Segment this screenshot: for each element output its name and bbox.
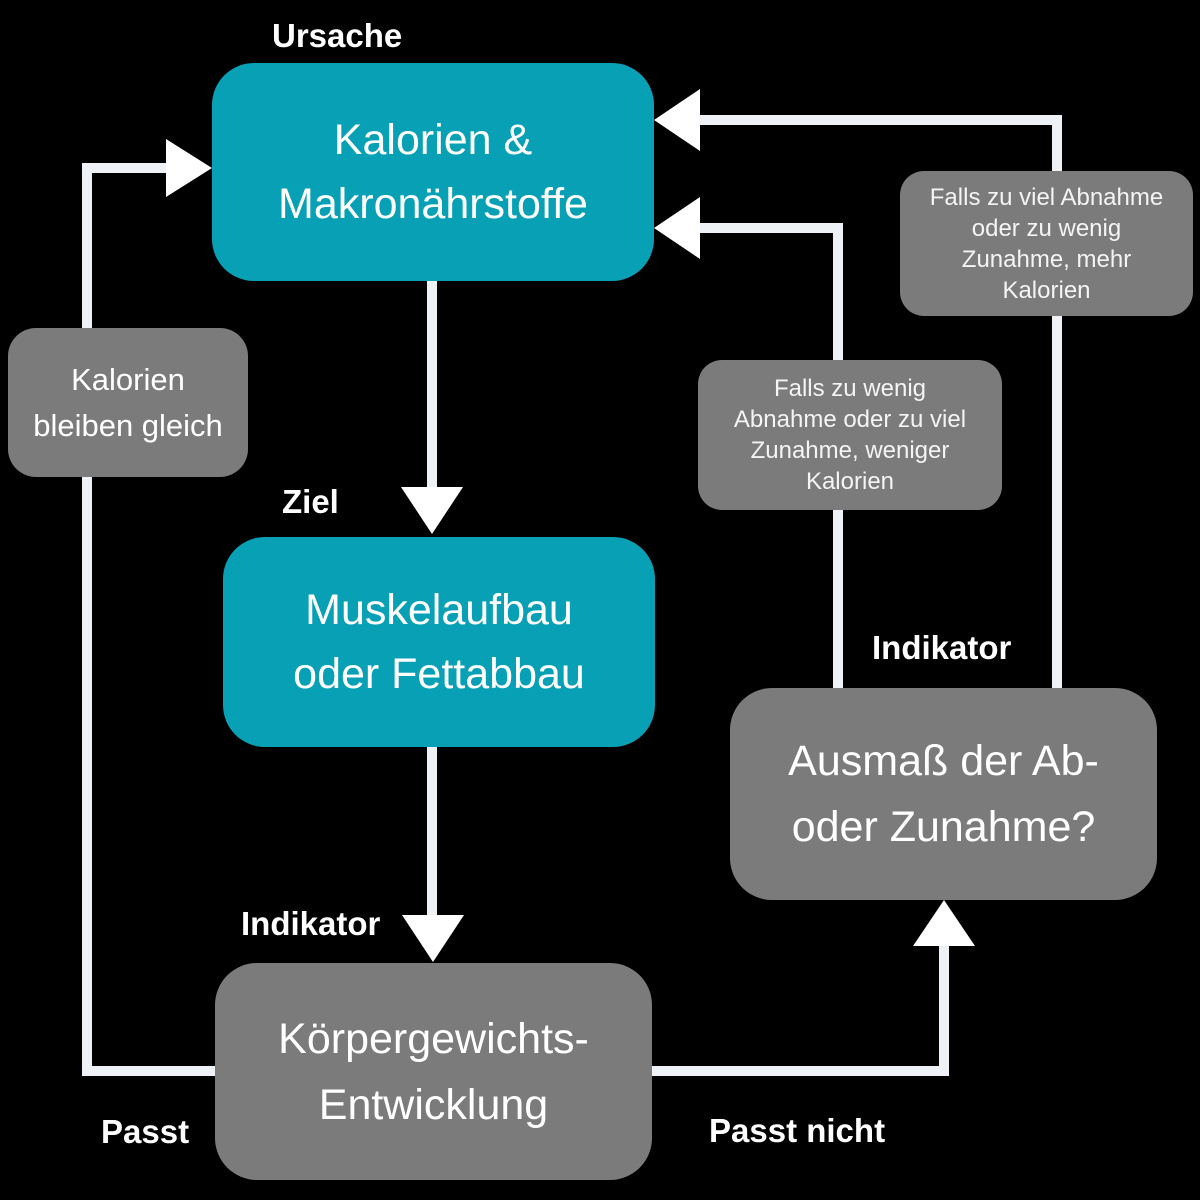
line-kalorien-to-ziel — [427, 281, 437, 493]
label-indikator-left: Indikator — [241, 905, 381, 942]
line-passt-top — [82, 163, 170, 173]
line-mehr-kalorien-vertical — [1052, 115, 1062, 688]
arrowhead-into-kalorien-upper-right — [654, 89, 700, 151]
line-passt-nicht-vertical — [939, 940, 949, 1076]
node-kalorien-bleiben-gleich: Kalorien bleiben gleich — [8, 328, 248, 477]
line-weniger-kalorien-horizontal — [700, 223, 843, 233]
arrowhead-into-ausmass — [913, 900, 975, 946]
line-mehr-kalorien-horizontal — [700, 115, 1062, 125]
label-ursache: Ursache — [272, 17, 403, 54]
label-passt: Passt — [101, 1113, 190, 1150]
node-ausmass-ab-zunahme: Ausmaß der Ab- oder Zunahme? — [730, 688, 1157, 900]
arrowhead-ziel-to-koerpergewicht — [402, 915, 464, 962]
label-indikator-right: Indikator — [872, 629, 1012, 666]
arrowhead-into-kalorien-from-left — [166, 139, 212, 197]
arrowhead-into-kalorien-lower-right — [654, 197, 700, 259]
line-passt-vertical — [82, 163, 92, 1076]
line-ziel-to-koerpergewicht — [427, 747, 437, 919]
label-passt-nicht: Passt nicht — [709, 1112, 886, 1149]
node-muskelaufbau-fettabbau: Muskelaufbau oder Fettabbau — [223, 537, 655, 747]
node-kalorien-makronaehrstoffe: Kalorien & Makronährstoffe — [212, 63, 654, 281]
node-koerpergewichts-entwicklung: Körpergewichts- Entwicklung — [215, 963, 652, 1180]
node-weniger-kalorien: Falls zu wenig Abnahme oder zu viel Zuna… — [698, 360, 1002, 510]
label-ziel: Ziel — [282, 483, 339, 520]
node-mehr-kalorien: Falls zu viel Abnahme oder zu wenig Zuna… — [900, 171, 1193, 316]
arrowhead-kalorien-to-ziel — [401, 487, 463, 534]
